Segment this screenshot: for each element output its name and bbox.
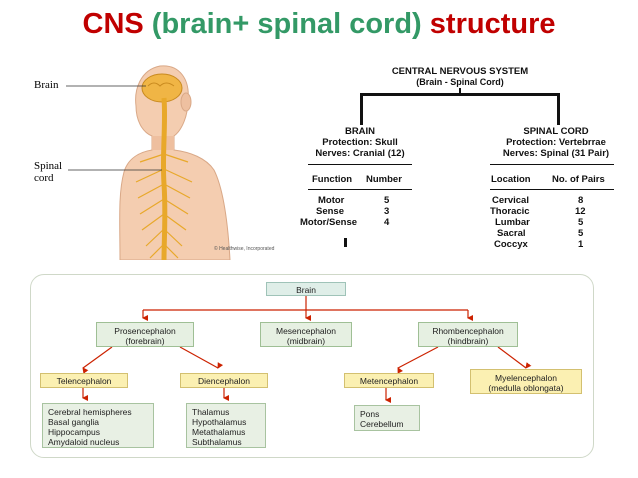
cns-spinal-nerves: Nerves: Spinal (31 Pair) [502,148,610,159]
spinal-divider-mid [490,189,614,190]
tree-node-brain-label: Brain [296,285,316,295]
brain-row-motorsense-name: Motor/Sense [300,217,358,228]
telencephalon-part: Basal ganglia [48,417,100,427]
metencephalon-parts-list: Pons Cerebellum [354,405,420,431]
cns-brain-protection: Protection: Skull [322,137,398,148]
cns-connector-vertical [459,88,461,94]
image-credit: © Healthwise, Incorporated [214,246,275,252]
tree-node-myelencephalon: Myelencephalon (medulla oblongata) [470,369,582,394]
body-illustration [66,65,231,261]
prosencephalon-name: Prosencephalon [114,326,176,336]
brain-divider-top [308,164,412,165]
brain-col-function: Function [312,174,353,185]
brain-row-motor-value: 5 [384,195,390,206]
rhombencephalon-common: (hindbrain) [447,336,489,346]
spinal-row-cervical-value: 8 [578,195,584,206]
diencephalon-parts-list: Thalamus Hypothalamus Metathalamus Subth… [186,403,266,448]
title-cns: CNS [82,8,144,40]
spinal-col-location: Location [491,174,531,185]
cns-connector-right [557,93,560,125]
tree-node-mesencephalon: Mesencephalon (midbrain) [260,322,352,347]
spinal-row-lumbar-name: Lumbar [495,217,530,228]
tree-node-diencephalon: Diencephalon [180,373,268,388]
spinal-label-line1: Spinal [34,160,63,172]
mesencephalon-name: Mesencephalon [275,326,336,336]
telencephalon-part: Amydaloid nucleus [48,437,120,447]
telencephalon-part: Hippocampus [48,427,100,437]
diencephalon-part: Metathalamus [192,427,246,437]
title-structure: structure [429,8,556,40]
spinal-row-coccyx-name: Coccyx [494,239,528,250]
tree-node-brain: Brain [266,282,346,296]
brain-divider-mid [308,189,412,190]
telencephalon-label: Telencephalon [56,376,112,386]
metencephalon-part: Cerebellum [360,419,404,429]
brain-row-sense-value: 3 [384,206,390,217]
spinal-col-pairs: No. of Pairs [552,174,605,185]
tree-node-telencephalon: Telencephalon [40,373,128,388]
myelencephalon-common: (medulla oblongata) [488,383,564,393]
title-brain-spinal: (brain+ spinal cord) [151,8,422,40]
brain-row-motor-name: Motor [318,195,345,206]
brain-label: Brain [34,79,59,91]
telencephalon-parts-list: Cerebral hemispheres Basal ganglia Hippo… [42,403,154,448]
spinal-row-thoracic-name: Thoracic [490,206,530,217]
metencephalon-part: Pons [360,409,380,419]
spinal-row-thoracic-value: 12 [575,206,586,217]
brain-row-sense-name: Sense [316,206,344,217]
cns-brain-nerves: Nerves: Cranial (12) [315,148,405,159]
spinal-divider-top [490,164,614,165]
body-figure [28,54,290,261]
diencephalon-label: Diencephalon [198,376,250,386]
cns-spinal-title: SPINAL CORD [523,126,589,137]
telencephalon-part: Cerebral hemispheres [48,407,132,417]
brain-col-number: Number [366,174,402,185]
spinal-row-sacral-value: 5 [578,228,584,239]
brain-tick-mark [344,238,347,247]
cns-spinal-protection: Protection: Vertebrrae [506,137,606,148]
metencephalon-label: Metencephalon [359,376,419,386]
rhombencephalon-name: Rhombencephalon [432,326,504,336]
prosencephalon-common: (forebrain) [125,336,165,346]
cns-root-line2: (Brain - Spinal Cord) [416,77,504,87]
brain-row-motorsense-value: 4 [384,217,390,228]
diencephalon-part: Hypothalamus [192,417,247,427]
page-title: CNS (brain+ spinal cord) structure [0,8,638,41]
diencephalon-part: Subthalamus [192,437,242,447]
spinal-row-sacral-name: Sacral [497,228,526,239]
cns-root-line1: CENTRAL NERVOUS SYSTEM [391,66,529,77]
cns-brain-title: BRAIN [344,126,376,137]
spinal-row-lumbar-value: 5 [578,217,584,228]
tree-node-prosencephalon: Prosencephalon (forebrain) [96,322,194,347]
diencephalon-part: Thalamus [192,407,230,417]
cns-connector-horizontal [360,93,560,96]
spinal-label-line2: cord [34,172,54,184]
tree-node-metencephalon: Metencephalon [344,373,434,388]
spinal-row-coccyx-value: 1 [578,239,584,250]
cns-connector-left [360,93,363,125]
spinal-row-cervical-name: Cervical [492,195,529,206]
tree-node-rhombencephalon: Rhombencephalon (hindbrain) [418,322,518,347]
mesencephalon-common: (midbrain) [286,336,326,346]
myelencephalon-name: Myelencephalon [495,373,557,383]
